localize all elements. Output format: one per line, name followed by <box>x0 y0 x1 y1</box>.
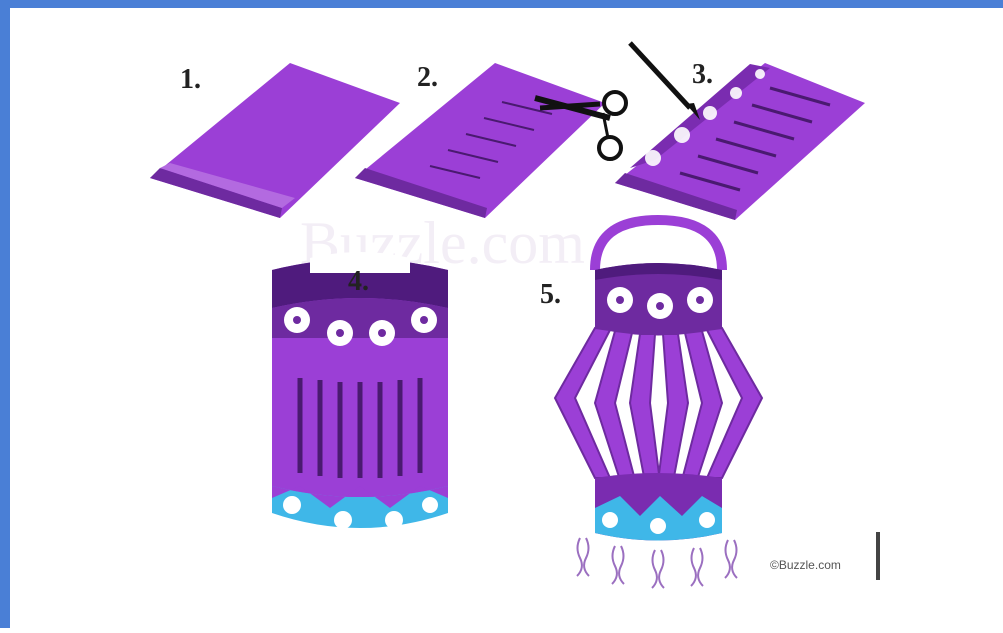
step-4-label: 4. <box>348 266 369 297</box>
step-5-label: 5. <box>540 279 561 310</box>
step-2-cut-paper <box>355 63 605 218</box>
step-1-label: 1. <box>180 64 201 95</box>
step-2-label: 2. <box>417 62 438 93</box>
step-3-decorated-paper <box>615 63 865 220</box>
tassels <box>577 538 737 588</box>
pen-icon <box>630 43 700 120</box>
lantern-instructions-diagram: Buzzle.com 1. 2. <box>10 8 1003 628</box>
credit-text: ©Buzzle.com <box>770 558 841 572</box>
step-3-label: 3. <box>692 59 713 90</box>
step-5-finished-lantern <box>555 220 762 588</box>
divider-bar <box>876 532 880 580</box>
